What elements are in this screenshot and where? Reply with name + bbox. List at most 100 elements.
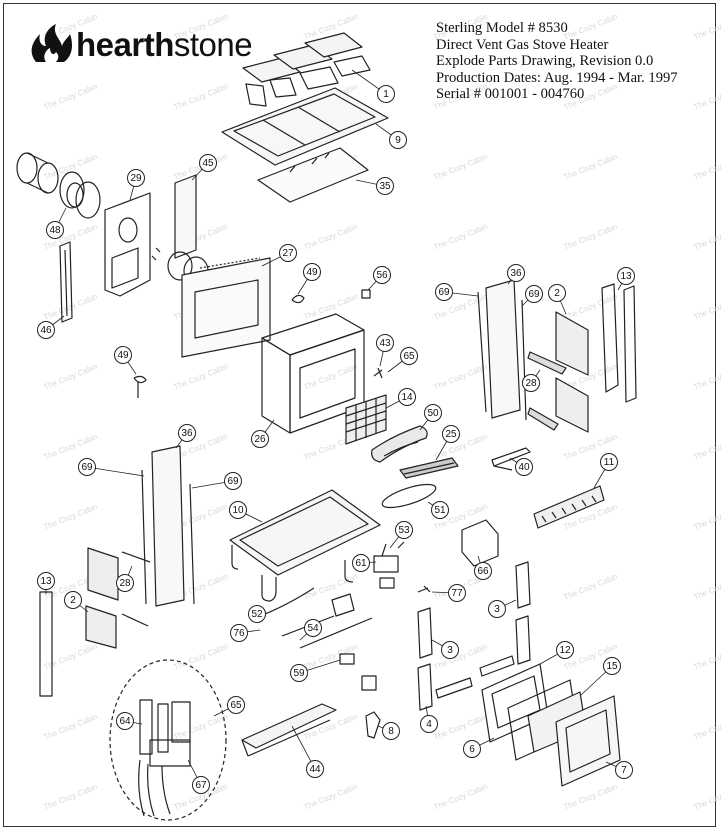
callout-number: 43 — [379, 338, 391, 349]
callout-c13a: 13 — [617, 267, 635, 285]
watermark-text: The Cozy Cabin — [172, 82, 229, 112]
callout-number: 1 — [383, 89, 389, 100]
callout-c29: 29 — [127, 169, 145, 187]
callout-bubble — [199, 154, 217, 172]
callout-bubble — [488, 600, 506, 618]
callout-bubble — [474, 562, 492, 580]
callout-c52: 52 — [248, 605, 266, 623]
watermark-text: The Cozy Cabin — [692, 432, 721, 462]
callout-number: 10 — [232, 505, 244, 516]
callout-number: 13 — [40, 576, 52, 587]
part-pilot-assembly — [109, 659, 227, 821]
callout-c54: 54 — [304, 619, 322, 637]
callout-number: 69 — [81, 462, 93, 473]
callout-number: 49 — [306, 267, 318, 278]
watermark-text: The Cozy Cabin — [42, 642, 99, 672]
part-top-panels — [242, 32, 371, 107]
callout-number: 4 — [426, 719, 432, 730]
callout-bubble — [290, 664, 308, 682]
model-number: Sterling Model # 8530 — [436, 20, 568, 36]
callout-c8: 8 — [382, 722, 400, 740]
callout-bubble — [229, 501, 247, 519]
callout-number: 53 — [398, 525, 410, 536]
callout-number: 66 — [477, 566, 489, 577]
callout-bubble — [352, 554, 370, 572]
part-heat-shield — [257, 147, 369, 203]
callout-c49a: 49 — [303, 263, 321, 281]
callout-c14: 14 — [398, 388, 416, 406]
callout-bubble — [114, 346, 132, 364]
callout-number: 11 — [604, 457, 615, 468]
callout-c69b: 69 — [525, 285, 543, 303]
leader-line-c69c — [86, 466, 145, 477]
callout-bubble — [248, 605, 266, 623]
callout-c46: 46 — [37, 321, 55, 339]
part-side-panels-left — [141, 445, 195, 607]
callout-c36b: 36 — [178, 424, 196, 442]
callout-number: 36 — [510, 268, 522, 279]
callout-c67: 67 — [192, 776, 210, 794]
watermark-text: The Cozy Cabin — [42, 502, 99, 532]
callout-c2b: 2 — [64, 591, 82, 609]
callout-number: 44 — [309, 764, 321, 775]
drawing-revision: Explode Parts Drawing, Revision 0.0 — [436, 53, 654, 70]
callout-bubble — [377, 85, 395, 103]
callout-c28a: 28 — [522, 374, 540, 392]
callout-number: 29 — [130, 173, 142, 184]
callout-bubble — [424, 404, 442, 422]
callout-bubble — [442, 425, 460, 443]
part-vent-housing — [104, 192, 151, 297]
callout-c50: 50 — [424, 404, 442, 422]
callout-c66: 66 — [474, 562, 492, 580]
callout-bubble — [192, 776, 210, 794]
callout-number: 28 — [119, 578, 131, 589]
watermark-text: The Cozy Cabin — [432, 782, 489, 812]
callout-c40: 40 — [515, 458, 533, 476]
serial-range: Serial # 001001 - 004760 — [436, 86, 585, 103]
part-gas-valve — [373, 541, 431, 593]
logo-light-part: stone — [173, 25, 253, 63]
callout-number: 2 — [554, 288, 560, 299]
watermark-text: The Cozy Cabin — [562, 152, 619, 182]
callout-bubble — [46, 221, 64, 239]
callout-c56: 56 — [373, 266, 391, 284]
watermark-text: The Cozy Cabin — [432, 712, 489, 742]
watermark-text: The Cozy Cabin — [692, 572, 721, 602]
callout-c25: 25 — [442, 425, 460, 443]
watermark-text: The Cozy Cabin — [562, 222, 619, 252]
part-top-frame — [221, 87, 389, 166]
callout-number: 26 — [254, 434, 266, 445]
callout-bubble — [400, 347, 418, 365]
callout-bubble — [116, 712, 134, 730]
callout-bubble — [376, 177, 394, 195]
callout-c69a: 69 — [435, 283, 453, 301]
diagram-border — [3, 3, 716, 827]
callout-bubble — [37, 572, 55, 590]
callout-number: 51 — [434, 505, 446, 516]
callout-bubble — [398, 388, 416, 406]
part-side-bracket — [59, 241, 73, 323]
callout-bubble — [431, 501, 449, 519]
callout-c3a: 3 — [488, 600, 506, 618]
callout-number: 46 — [40, 325, 52, 336]
callout-c48: 48 — [46, 221, 64, 239]
callout-bubble — [227, 696, 245, 714]
part-valve-cover — [461, 519, 499, 567]
callout-c12: 12 — [556, 641, 574, 659]
callout-bubble — [600, 453, 618, 471]
callout-bubble — [525, 285, 543, 303]
part-burner — [399, 457, 459, 479]
watermark-text: The Cozy Cabin — [692, 782, 721, 812]
callout-bubble — [382, 722, 400, 740]
watermark-text: The Cozy Cabin — [42, 712, 99, 742]
watermark-text: The Cozy Cabin — [692, 362, 721, 392]
callout-bubble — [463, 740, 481, 758]
callout-c35: 35 — [376, 177, 394, 195]
part-left-lower-parts — [39, 547, 151, 697]
callout-c11: 11 — [600, 453, 618, 471]
callout-number: 59 — [293, 668, 305, 679]
callout-number: 27 — [282, 248, 294, 259]
callout-bubble — [603, 657, 621, 675]
